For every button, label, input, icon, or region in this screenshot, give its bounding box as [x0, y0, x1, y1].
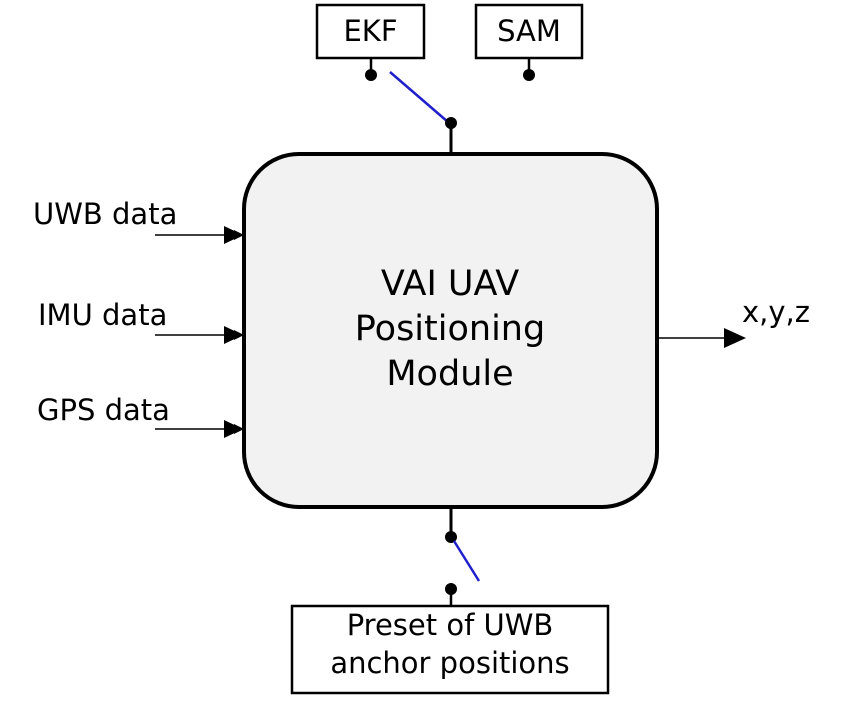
top-switch-blade	[389, 71, 449, 123]
module-title: VAI UAV Positioning Module	[245, 262, 655, 397]
anchors-label: Preset of UWB anchor positions	[292, 606, 608, 682]
module-title-line: Positioning	[354, 309, 546, 349]
output-label: x,y,z	[742, 295, 810, 329]
ekf-label: EKF	[343, 14, 398, 48]
anchors-label-line: anchor positions	[330, 646, 570, 680]
imu-data-label: IMU data	[38, 298, 168, 332]
ekf-terminal	[365, 69, 377, 81]
gps-data-label: GPS data	[37, 393, 170, 427]
bottom-switch-pivot	[445, 531, 457, 543]
uwb-arrowhead	[224, 226, 243, 244]
ekf-box	[315, 3, 426, 60]
module-title-line: Module	[386, 354, 514, 394]
imu-arrowhead	[224, 326, 243, 344]
gps-arrowhead	[224, 420, 243, 438]
sam-terminal	[523, 69, 535, 81]
anchors-label-line: Preset of UWB	[346, 608, 554, 642]
uwb-data-label: UWB data	[33, 197, 178, 231]
anchors-box	[290, 604, 610, 695]
output-arrowhead	[724, 328, 746, 348]
module-title-line: VAI UAV	[380, 264, 520, 304]
bottom-switch-blade	[452, 540, 481, 582]
sam-label: SAM	[497, 14, 561, 48]
